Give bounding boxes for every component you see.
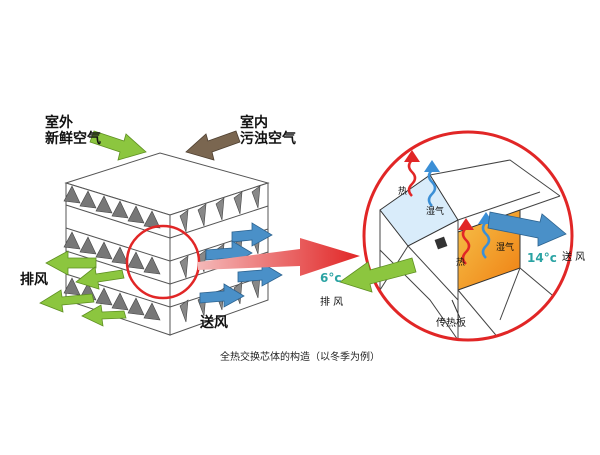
corrugation-left	[63, 185, 161, 321]
supply-small-label: 送 风	[562, 252, 586, 263]
zoom-arrow	[198, 238, 360, 276]
exhaust-temperature: 6°c	[320, 271, 342, 285]
dirty-air-inlet-arrow	[185, 130, 241, 161]
heat-arrowhead-icon	[404, 150, 420, 162]
supply-label: 送风	[200, 315, 228, 331]
detail-supply-arrow	[487, 211, 567, 247]
plate-label: 传热板	[436, 318, 466, 329]
moisture-label-right: 湿气	[496, 243, 515, 253]
exhaust-small-label: 排 风	[320, 297, 344, 308]
supply-temperature: 14°c	[527, 251, 557, 265]
moisture-flow-right-icon	[481, 221, 491, 259]
heat-arrowhead-right-icon	[458, 218, 474, 230]
moisture-label-left: 湿气	[426, 207, 445, 217]
moisture-arrowhead-icon	[424, 160, 440, 172]
heat-label-left: 热	[398, 187, 408, 197]
plate-pointer	[451, 299, 461, 319]
zoom-circle	[362, 130, 574, 342]
exhaust-arrows	[39, 250, 127, 327]
heat-flow-right-icon	[461, 227, 471, 265]
caption: 全热交换芯体的构造（以冬季为例）	[220, 352, 380, 363]
supply-arrows	[199, 222, 283, 308]
heat-flow-icon	[407, 159, 417, 197]
outdoor-fresh-air-label: 室外 新鲜空气	[45, 115, 101, 148]
heat-label-right: 热	[456, 258, 466, 268]
moisture-flow-icon	[427, 169, 437, 207]
indoor-dirty-air-label: 室内 污浊空气	[240, 115, 296, 148]
detail-exhaust-arrow	[339, 257, 417, 293]
fresh-air-inlet-arrow	[89, 130, 147, 161]
exhaust-label: 排风	[20, 272, 48, 288]
zoom-detail	[364, 132, 572, 340]
